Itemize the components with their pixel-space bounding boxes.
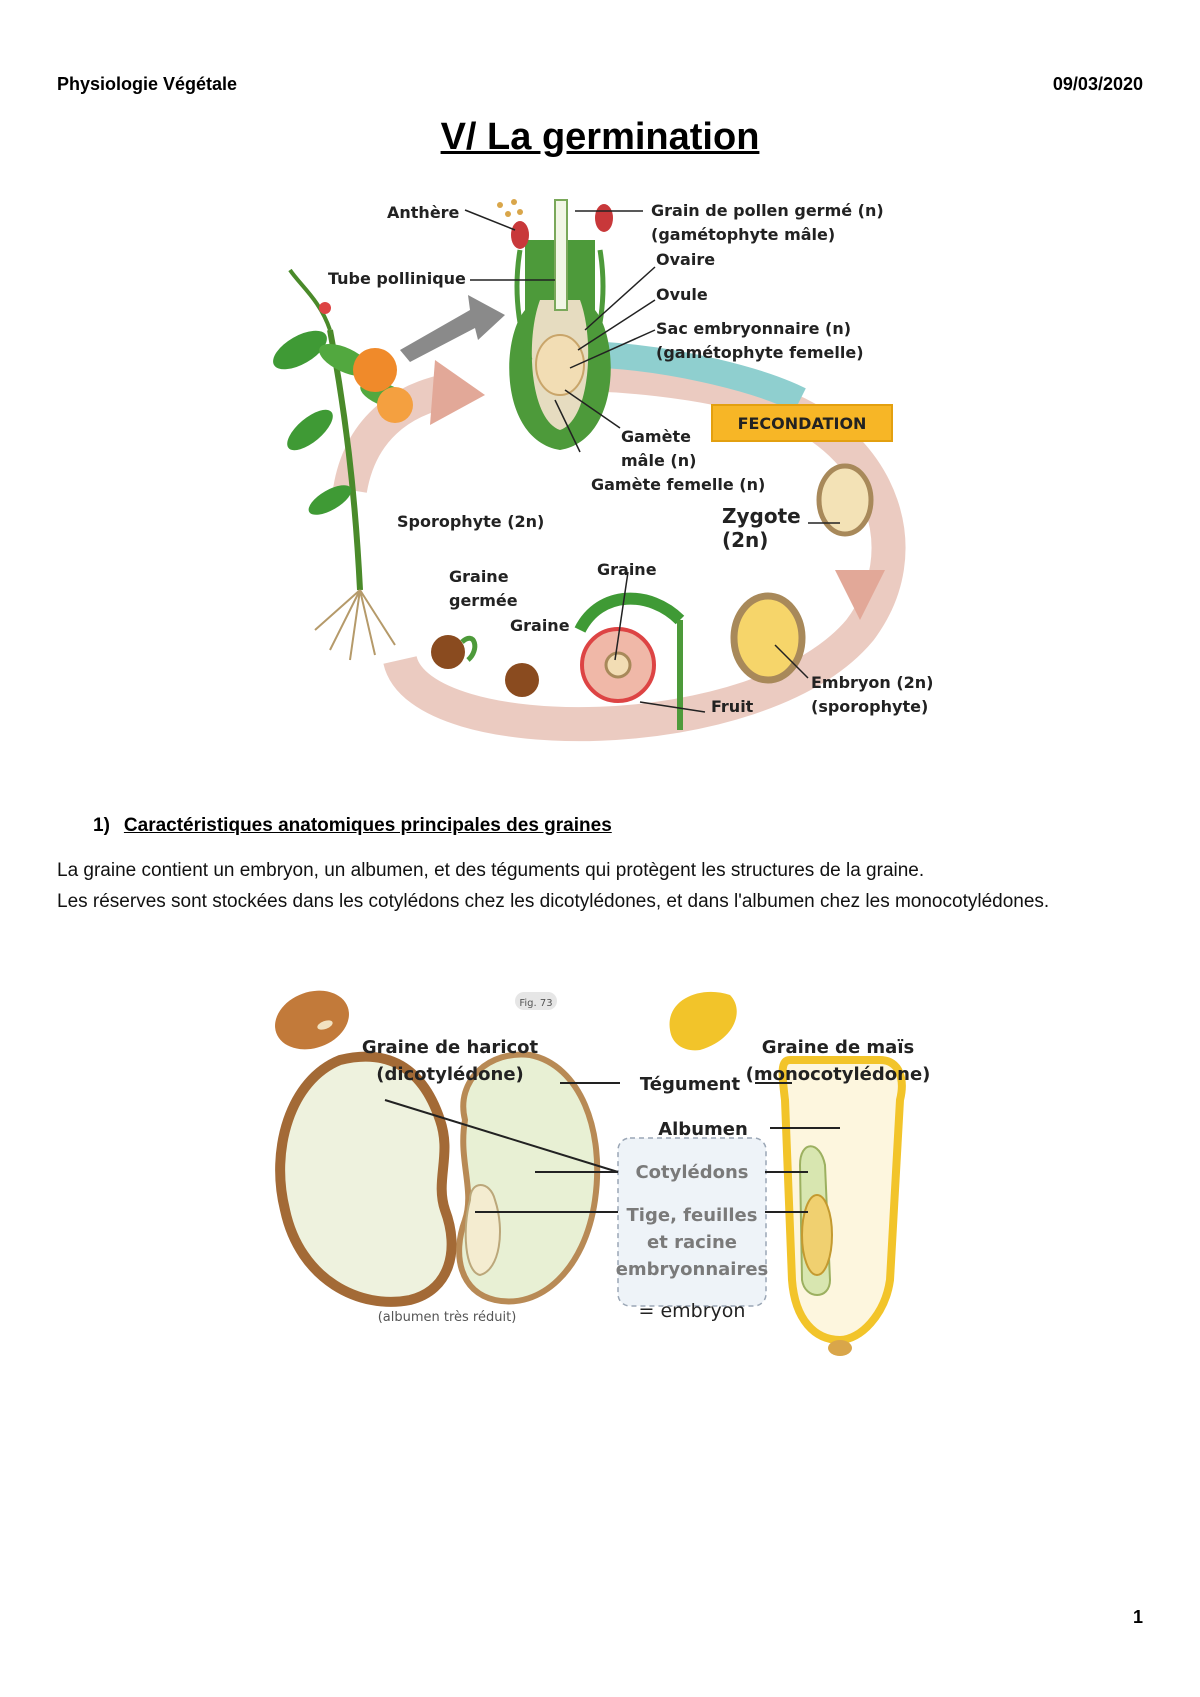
cycle-arrowhead-left: [430, 360, 485, 425]
section-heading: 1) Caractéristiques anatomiques principal…: [93, 815, 612, 837]
seed-anatomy-diagram: Fig. 73 Graine de haricot (dicotylédone)…: [275, 990, 931, 1356]
fig-label: Fig. 73: [519, 998, 552, 1009]
life-cycle-diagram: FECONDATION Anthère Tube pollinique Grai…: [273, 199, 933, 742]
page-number: 1: [1132, 1607, 1143, 1627]
seedling: [460, 635, 478, 662]
header-left: Physiologie Végétale: [57, 74, 238, 94]
label-grain-pollen-1: Grain de pollen germé (n): [651, 201, 884, 220]
bean-half-left: [275, 1051, 457, 1307]
label-zygote-1: Zygote: [722, 504, 801, 528]
label-embryon-2: (sporophyte): [811, 697, 928, 716]
label-sac-1: Sac embryonnaire (n): [656, 319, 851, 338]
label-gamete-femelle: Gamète femelle (n): [591, 475, 765, 494]
label-tube-pollinique: Tube pollinique: [328, 269, 466, 288]
paragraph-2: Les réserves sont stockées dans les coty…: [57, 891, 1050, 912]
header-date: 09/03/2020: [1052, 74, 1143, 94]
label-anthere: Anthère: [387, 203, 460, 222]
section-number: 1): [93, 815, 110, 836]
label-tegument: Tégument: [640, 1074, 741, 1095]
paragraph-1: La graine contient un embryon, un albume…: [57, 860, 925, 881]
label-albumen-reduit: (albumen très réduit): [378, 1310, 517, 1325]
label-graine-bottom: Graine: [510, 616, 570, 635]
plant-illustration: [273, 268, 413, 661]
embryo-seed: [730, 592, 806, 684]
label-ovule: Ovule: [656, 285, 708, 304]
label-cotyledons: Cotylédons: [635, 1162, 748, 1183]
fecondation-label: FECONDATION: [738, 414, 867, 433]
cycle-arrowhead-right: [835, 570, 885, 620]
label-fruit: Fruit: [711, 697, 754, 716]
label-sac-2: (gamétophyte femelle): [656, 343, 864, 362]
seed-a: [431, 635, 465, 669]
bean-embryo: [464, 1184, 501, 1277]
corn-icon: [669, 991, 737, 1051]
zygote-seed: [816, 463, 874, 537]
section-title: Caractéristiques anatomiques principales…: [123, 815, 612, 836]
bean-hilum: [317, 1020, 333, 1030]
label-zygote-2: (2n): [722, 528, 768, 552]
bean-icon: [275, 990, 349, 1050]
label-grain-pollen-2: (gamétophyte mâle): [651, 225, 835, 244]
teal-arrow: [604, 342, 806, 412]
label-gamete-male-1: Gamète: [621, 427, 691, 446]
seed-b: [505, 663, 539, 697]
embryo-box: [617, 1137, 767, 1307]
fecondation-box: [711, 404, 893, 442]
label-mais-2: (monocotylédone): [746, 1064, 931, 1085]
label-ovaire: Ovaire: [656, 250, 715, 269]
page-title: V/ La germination: [440, 116, 760, 158]
label-haricot-1: Graine de haricot: [362, 1037, 539, 1058]
label-graine-germee-1: Graine: [449, 567, 509, 586]
label-embryon-1: Embryon (2n): [811, 673, 933, 692]
flower-section: [497, 199, 613, 450]
label-haricot-2: (dicotylédone): [376, 1064, 524, 1085]
fruit-seed: [604, 651, 632, 679]
grey-arrow: [400, 295, 505, 362]
label-tige-2: et racine: [647, 1232, 737, 1253]
label-tige-3: embryonnaires: [616, 1259, 769, 1280]
label-tige-1: Tige, feuilles: [627, 1205, 758, 1226]
cycle-arrow: [383, 356, 906, 742]
fruit-leaves: [574, 592, 685, 634]
label-sporophyte: Sporophyte (2n): [397, 512, 544, 531]
label-graine-germee-2: germée: [449, 591, 518, 610]
corn-tip: [828, 1340, 852, 1356]
leader-lines: [464, 209, 840, 713]
seed-leader-lines: [384, 1082, 840, 1213]
label-embryon: = embryon: [639, 1300, 746, 1322]
label-mais-1: Graine de maïs: [762, 1037, 914, 1058]
label-graine-center: Graine: [597, 560, 657, 579]
fig-badge: [515, 992, 557, 1010]
corn-embryo: [801, 1194, 833, 1276]
label-albumen: Albumen: [658, 1119, 748, 1140]
label-gamete-male-2: mâle (n): [621, 451, 696, 470]
